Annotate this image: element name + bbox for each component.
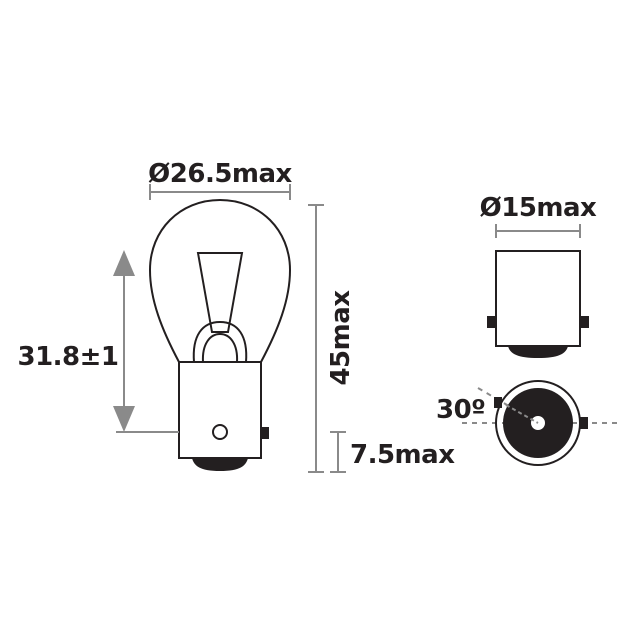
base-cylinder — [495, 250, 581, 347]
base-pin-left — [487, 316, 496, 328]
base-length-label: 7.5max — [350, 440, 455, 470]
bulb-glass-outline — [148, 198, 292, 363]
light-center-label: 31.8±1 — [17, 342, 118, 372]
overall-length-label: 45max — [326, 290, 356, 386]
bulb-side-view — [148, 198, 292, 471]
pin-angle-label: 30º — [436, 395, 485, 425]
base-pin-front — [212, 424, 228, 440]
base-pin-right — [580, 316, 589, 328]
filament-inner-loop — [201, 332, 239, 363]
base-bottom-view: 30º — [436, 380, 622, 466]
base-diameter-dimension: Ø15max — [480, 193, 598, 238]
base-contact — [508, 346, 568, 358]
filament-support — [196, 252, 244, 333]
base-side-view — [487, 250, 589, 358]
base-pin-side — [261, 427, 269, 439]
bottom-pin-right — [580, 417, 588, 429]
bottom-pin-left — [494, 397, 502, 408]
arrow-down-icon — [113, 406, 135, 432]
base-length-dimension: 7.5max — [330, 431, 456, 473]
light-center-dimension: 31.8±1 — [17, 250, 179, 433]
overall-length-dimension: 45max — [308, 204, 356, 473]
base-diameter-label: Ø15max — [480, 193, 597, 223]
bulb-diameter-dimension: Ø26.5max — [148, 159, 293, 200]
bulb-base-cap — [178, 361, 262, 459]
angle-line-inner — [505, 404, 539, 424]
bulb-diameter-label: Ø26.5max — [148, 159, 292, 189]
base-contact — [192, 458, 248, 471]
filament-loop — [192, 320, 248, 363]
arrow-up-icon — [113, 250, 135, 276]
